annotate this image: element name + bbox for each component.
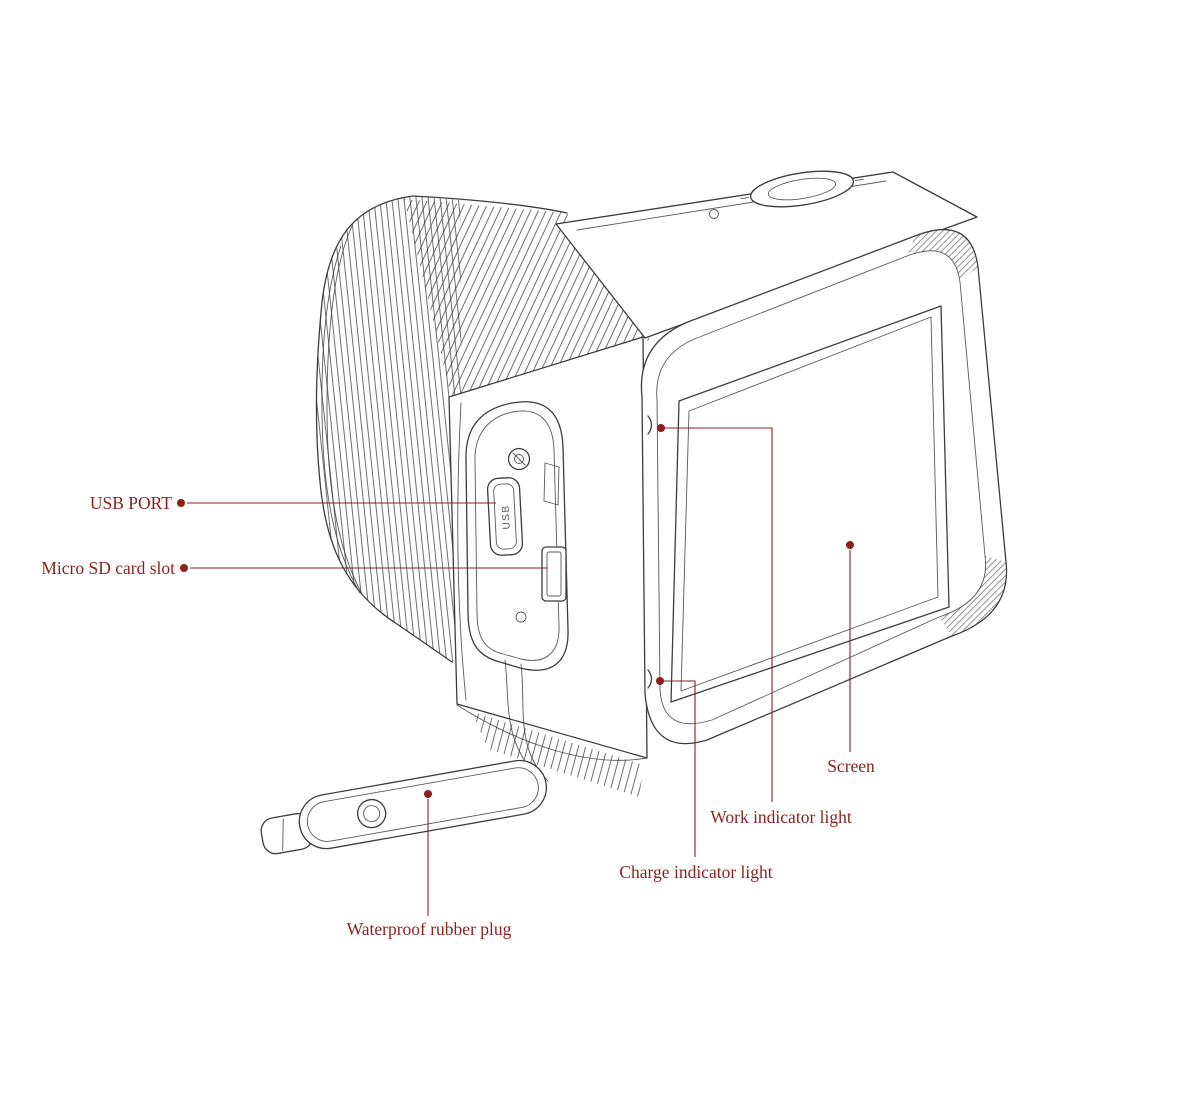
- screen-surface: [680, 316, 939, 692]
- callout-charge-indicator: Charge indicator light: [619, 677, 773, 882]
- plug-tab-fold: [282, 818, 284, 852]
- work-indicator-leader: [661, 427, 773, 802]
- port-door-inner: [474, 410, 560, 661]
- camera-top-face: [555, 170, 978, 339]
- corner-grip-bottom-right: [939, 556, 1007, 636]
- usb-port-inner: [493, 483, 517, 550]
- screw-slot: [512, 452, 526, 466]
- door-hinge-bracket: [543, 462, 560, 506]
- rubber-plug-assembly: [260, 659, 549, 855]
- screen-dot: [846, 541, 854, 549]
- corner-grip-top-right: [907, 229, 978, 281]
- lens-barrel-flange-2: [321, 245, 361, 594]
- screw: [507, 447, 531, 471]
- shutter-button-inner: [767, 177, 837, 201]
- usb-port: USB: [486, 477, 524, 556]
- plug-body-outer: [298, 759, 547, 850]
- callout-waterproof-plug: Waterproof rubber plug: [347, 790, 512, 939]
- micro-sd-callout-label: Micro SD card slot: [41, 558, 175, 578]
- shutter-button-tick-left: [740, 196, 750, 200]
- camera-line-art: USB: [260, 170, 1008, 855]
- lens-barrel-outline: [315, 195, 453, 663]
- charge-indicator-leader: [660, 680, 696, 857]
- camera-side-panel: USB: [448, 336, 648, 759]
- top-mic-hole: [709, 209, 719, 219]
- callout-usb-port: USB PORT: [90, 493, 496, 513]
- plug-hole-outer: [356, 798, 387, 829]
- usb-port-engraving: USB: [500, 504, 512, 530]
- lens-barrel-ribs: [316, 196, 462, 664]
- micro-sd-slot-outer: [541, 546, 567, 602]
- lens-barrel-flange: [326, 225, 363, 595]
- usb-port-callout-label: USB PORT: [90, 493, 172, 513]
- shutter-button-tick-right: [854, 178, 864, 182]
- waterproof-plug-callout-label: Waterproof rubber plug: [347, 919, 512, 939]
- side-panel-chamfer: [457, 402, 467, 701]
- callout-micro-sd: Micro SD card slot: [41, 558, 548, 578]
- work-indicator-callout-label: Work indicator light: [710, 807, 852, 827]
- shutter-button: [740, 170, 864, 208]
- plug-hole-inner: [363, 805, 381, 823]
- callout-screen: Screen: [827, 541, 875, 776]
- callouts: USB PORT Micro SD card slot Screen Work …: [41, 424, 875, 939]
- bottom-ribs: [456, 704, 648, 797]
- micro-sd-slot-inner: [546, 551, 562, 597]
- bottom-ribs-fill: [472, 712, 644, 797]
- screw-outer: [507, 447, 531, 471]
- rubber-plug: [260, 759, 547, 855]
- charge-indicator-mark: [647, 669, 653, 689]
- back-frame-inner: [656, 250, 987, 725]
- bottom-silhouette: [456, 704, 648, 761]
- lens-barrel: [315, 195, 462, 664]
- charge-indicator-callout-label: Charge indicator light: [619, 862, 772, 882]
- door-pin: [515, 611, 527, 623]
- back-frame-outer: [640, 228, 1008, 745]
- shutter-button-outer: [749, 170, 855, 208]
- micro-sd-slot: [541, 546, 567, 602]
- micro-sd-dot: [180, 564, 188, 572]
- usb-port-dot: [177, 499, 185, 507]
- callout-work-indicator: Work indicator light: [657, 424, 852, 827]
- work-indicator-mark: [647, 415, 653, 435]
- screw-inner: [514, 454, 524, 464]
- screen-bezel: [670, 305, 950, 703]
- waterproof-plug-dot: [424, 790, 432, 798]
- camera-back: [640, 228, 1008, 745]
- plug-body-inner: [306, 767, 539, 842]
- ribbed-band-top-edge: [412, 195, 568, 214]
- screen-callout-label: Screen: [827, 756, 875, 776]
- port-door: USB: [465, 401, 569, 671]
